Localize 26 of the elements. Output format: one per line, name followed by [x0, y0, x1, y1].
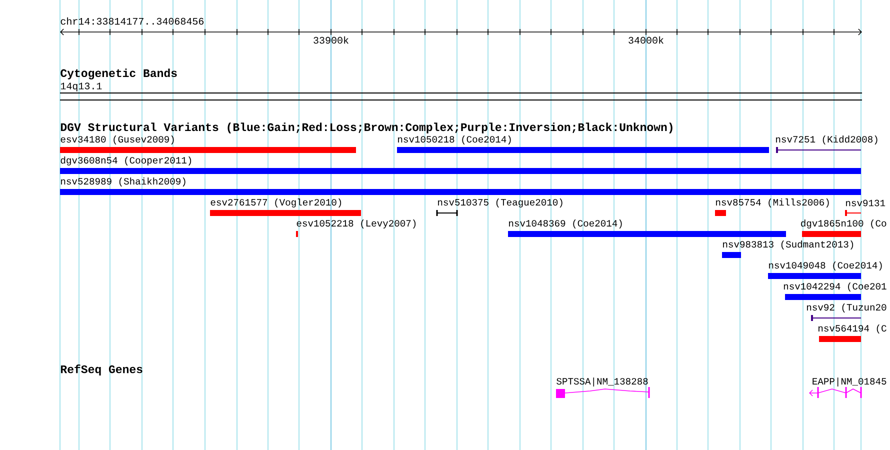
variant-label: nsv1049048 (Coe2014)	[769, 262, 882, 270]
variant-label: nsv983813 (Sudmant2013)	[723, 240, 854, 250]
variant-label: nsv7251 (Kidd2008)	[776, 136, 878, 144]
tick-label: 33900k	[314, 36, 348, 44]
variant-label: esv34180 (Gusev2009)	[60, 136, 174, 144]
track-title: Cytogenetic Bands	[60, 68, 177, 80]
variant-label: nsv92 (Tuzun20	[807, 304, 886, 312]
variant-label: nsv9131	[846, 200, 886, 206]
track-title: RefSeq Genes	[60, 364, 142, 376]
variant-label: esv1052218 (Levy2007)	[296, 220, 416, 228]
variant-label: nsv564194 (C	[818, 324, 886, 334]
variant-label: nsv510375 (Teague2010)	[438, 198, 562, 208]
gene-label: SPTSSA|NM_138288	[556, 378, 648, 386]
variant-label: nsv1048369 (Coe2014)	[509, 220, 622, 228]
band-label: 14q13.1	[60, 82, 102, 92]
variant-label: dgv1865n100 (Co	[801, 220, 886, 228]
coordinate-label: chr14:33814177..34068456	[60, 17, 204, 25]
variant-label: esv2761577 (Vogler2010)	[210, 198, 342, 208]
track-title: DGV Structural Variants (Blue:Gain;Red:Loss;Brown:Complex;Purple:Inversion;Black:Unknown)	[60, 122, 672, 134]
gene-label: EAPP|NM_01845	[812, 378, 886, 386]
variant-label: dgv3608n54 (Cooper2011)	[60, 156, 192, 166]
tick-label: 34000k	[628, 36, 664, 44]
variant-label: nsv1050218 (Coe2014)	[398, 136, 511, 144]
variant-label: nsv85754 (Mills2006)	[716, 198, 829, 208]
variant-label: nsv528989 (Shaikh2009)	[61, 178, 186, 186]
variant-label: nsv1042294 (Coe201	[784, 282, 886, 292]
